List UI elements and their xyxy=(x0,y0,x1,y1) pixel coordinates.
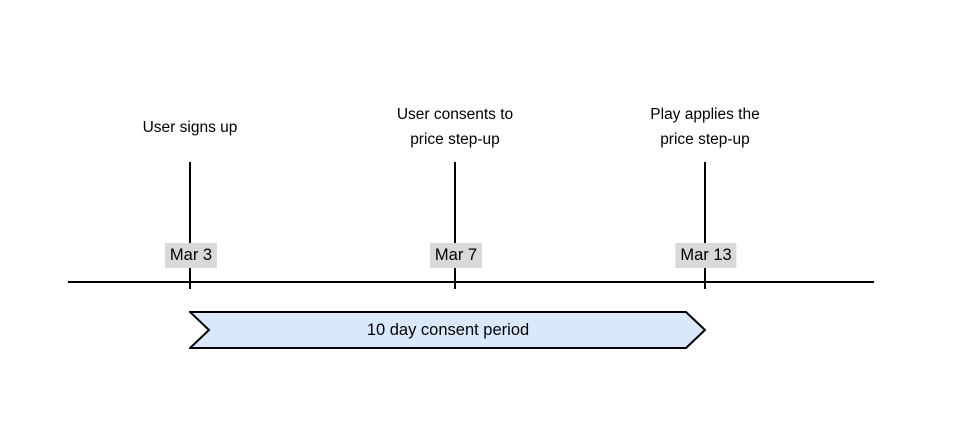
event-tick-apply xyxy=(704,162,706,289)
event-date-consent: Mar 7 xyxy=(429,243,483,268)
event-label-apply: Play applies the price step-up xyxy=(650,106,760,148)
banner-arrow-polygon xyxy=(189,311,707,349)
event-label-signup: User signs up xyxy=(142,118,238,136)
timeline-axis xyxy=(68,281,874,283)
banner-arrow-shape xyxy=(189,311,707,349)
banner-label: 10 day consent period xyxy=(366,320,530,339)
event-date-signup: Mar 3 xyxy=(164,243,218,268)
event-tick-signup xyxy=(189,162,191,289)
event-date-apply: Mar 13 xyxy=(675,243,737,268)
event-label-consent: User consents to price step-up xyxy=(396,106,514,148)
event-tick-consent xyxy=(454,162,456,289)
consent-period-banner: 10 day consent period xyxy=(189,311,707,349)
